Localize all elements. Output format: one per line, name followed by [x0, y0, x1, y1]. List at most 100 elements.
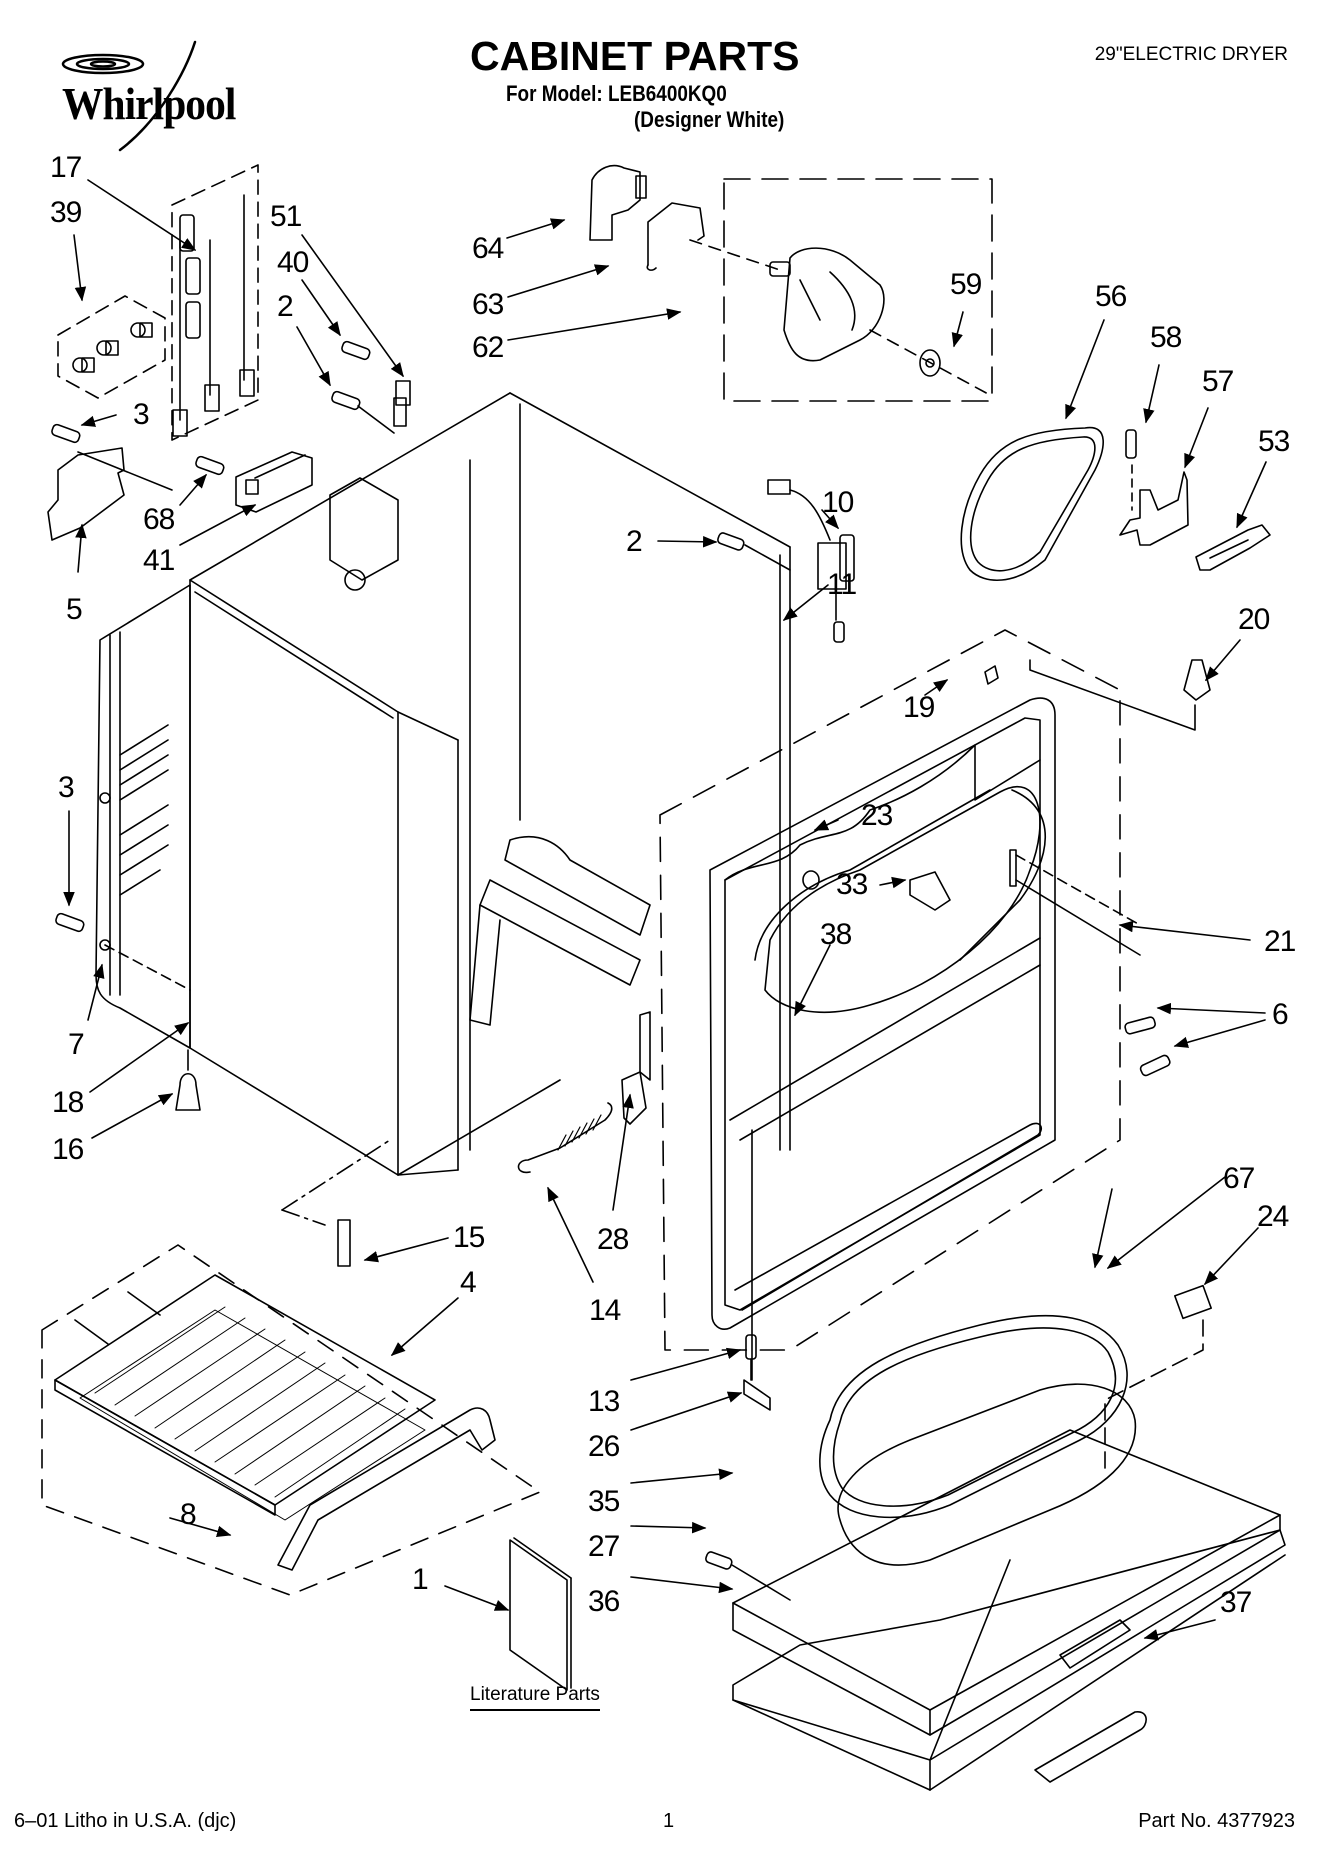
page-number: 1 [663, 1810, 675, 1832]
callout-59: 59 [950, 268, 982, 301]
motor-group-62-box [724, 179, 992, 401]
callout-18: 18 [52, 1086, 84, 1119]
footer-print-info: 6–01 Litho in U.S.A. (djc) [14, 1810, 237, 1832]
callout-8: 8 [180, 1498, 197, 1531]
callout-24: 24 [1257, 1200, 1289, 1233]
callout-68: 68 [143, 503, 175, 536]
callout-19: 19 [903, 691, 935, 724]
callout-2-top: 2 [277, 290, 294, 323]
model-color: (Designer White) [634, 107, 785, 132]
leader-line-5 [78, 452, 172, 490]
callout-38: 38 [820, 918, 852, 951]
door-switch-20-drawing [1184, 660, 1210, 700]
base-assembly-drawing [733, 1316, 1285, 1790]
screw-2-right [717, 532, 745, 551]
leader-line-27 [732, 1565, 790, 1600]
brand-logo: Whirlpool [62, 79, 236, 129]
callout-57: 57 [1202, 365, 1234, 398]
connector-group-39-drawing [58, 296, 165, 398]
callout-13: 13 [588, 1385, 620, 1418]
callout-41: 41 [143, 544, 175, 577]
callout-40: 40 [277, 246, 309, 279]
leader-24-dashline [1105, 1320, 1203, 1470]
spring-14-drawing [518, 1103, 611, 1172]
product-type: 29"ELECTRIC DRYER [1094, 44, 1288, 65]
screw-6-lower [1139, 1054, 1171, 1077]
literature-book-1-drawing [510, 1538, 571, 1690]
page-title: CABINET PARTS [470, 33, 800, 79]
idler-bracket-57-drawing [1120, 430, 1188, 545]
callout-15: 15 [453, 1221, 485, 1254]
callout-10: 10 [822, 486, 854, 519]
front-panel-drawing [710, 698, 1140, 1329]
screw-27 [705, 1551, 733, 1570]
terminal-block-41-drawing [236, 452, 312, 512]
motor-bracket-64-drawing [590, 166, 646, 240]
screw-3-left [55, 913, 85, 933]
callout-3-top: 3 [133, 398, 150, 431]
cabinet-drawing [96, 393, 790, 1225]
motor-clamp-63-drawing [647, 203, 704, 270]
strike-33-drawing [910, 872, 950, 910]
bracket-51-drawing [358, 381, 410, 433]
callout-35: 35 [588, 1485, 620, 1518]
callout-4: 4 [460, 1266, 477, 1299]
model-number: For Model: LEB6400KQ0 [506, 81, 727, 106]
callout-7: 7 [68, 1028, 85, 1061]
drive-motor-drawing [690, 240, 990, 395]
drive-belt-56-drawing [955, 390, 1103, 581]
callout-53: 53 [1258, 425, 1290, 458]
callout-67: 67 [1223, 1162, 1255, 1195]
screw-2-top [331, 391, 361, 411]
terminal-block-17-drawing [172, 165, 258, 440]
callout-64: 64 [472, 232, 504, 265]
callout-arrows [63, 180, 1266, 1641]
lamp-23-drawing [803, 871, 819, 889]
callout-62: 62 [472, 331, 504, 364]
screw-11 [834, 622, 844, 642]
heater-group-4-dashed-outline [42, 1245, 540, 1595]
callout-3-left: 3 [58, 771, 75, 804]
callout-2-right: 2 [626, 525, 643, 558]
callout-6: 6 [1272, 998, 1289, 1031]
cover-plate-5 [48, 448, 124, 540]
callout-16: 16 [52, 1133, 84, 1166]
heater-4-drawing [55, 1275, 435, 1520]
screw-13 [746, 1335, 756, 1359]
clip-19-drawing [985, 666, 998, 684]
callout-63: 63 [472, 288, 504, 321]
callout-33: 33 [836, 868, 868, 901]
clip-24-drawing [1175, 1286, 1211, 1319]
leader-line-2-right [745, 545, 790, 570]
screw-68 [195, 456, 225, 476]
screw-40 [341, 341, 371, 361]
callout-1: 1 [412, 1563, 429, 1596]
whirlpool-logo-swirl [63, 42, 195, 150]
callout-58: 58 [1150, 321, 1182, 354]
screw-6-upper [1124, 1016, 1156, 1034]
callout-11: 11 [827, 568, 857, 601]
callout-56: 56 [1095, 280, 1127, 313]
screw-3-top [51, 424, 81, 444]
leader-20-dashline [1030, 660, 1195, 730]
callout-23: 23 [861, 799, 893, 832]
callout-14: 14 [589, 1294, 621, 1327]
callout-21: 21 [1264, 925, 1296, 958]
heater-duct-8-drawing [278, 1408, 495, 1570]
callout-39: 39 [50, 196, 82, 229]
callout-26: 26 [588, 1430, 620, 1463]
bracket-15-drawing [338, 1220, 350, 1266]
switch-10-drawing [768, 480, 854, 620]
callout-20: 20 [1238, 603, 1270, 636]
callout-37: 37 [1220, 1586, 1252, 1619]
bracket-26-drawing [744, 1380, 770, 1410]
callout-5: 5 [66, 593, 83, 626]
idler-pulley-53-drawing [1196, 525, 1270, 570]
callout-28: 28 [597, 1223, 629, 1256]
foot-37-drawing [1035, 1712, 1146, 1782]
literature-parts-label: Literature Parts [470, 1684, 600, 1711]
callout-27: 27 [588, 1530, 620, 1563]
callout-36: 36 [588, 1585, 620, 1618]
door-hinge-28-drawing [622, 1012, 650, 1124]
